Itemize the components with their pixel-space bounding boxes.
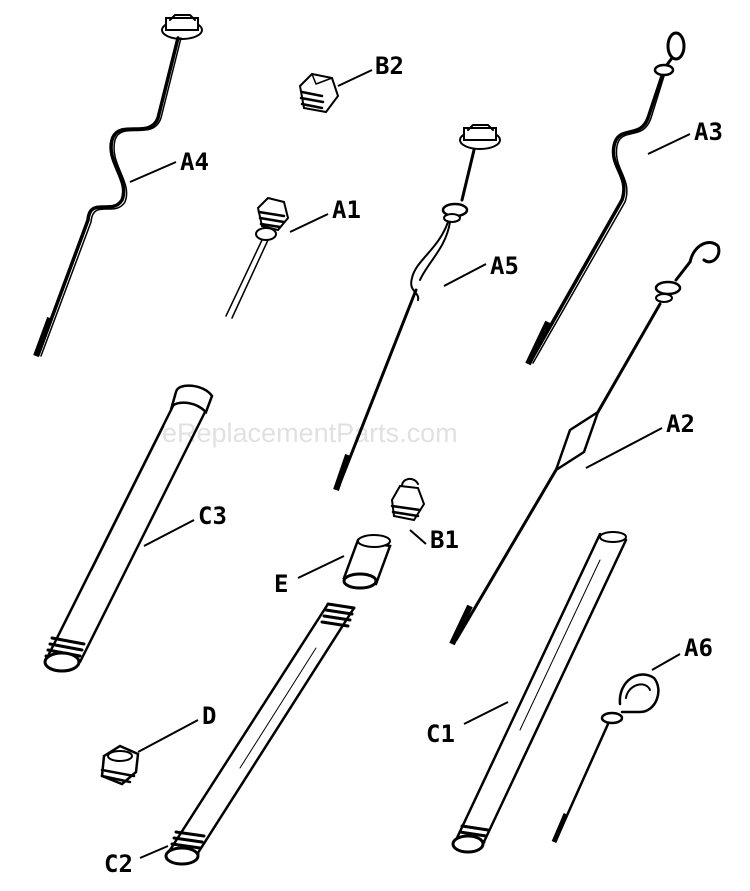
leader-a4: [129, 161, 177, 183]
leader-c3: [143, 519, 195, 547]
part-a6-dipstick: [551, 673, 660, 843]
leader-a3: [647, 133, 691, 155]
leader-e: [297, 555, 345, 579]
label-e: E: [274, 570, 288, 598]
part-d-bushing: [100, 744, 140, 786]
label-a1: A1: [332, 196, 361, 224]
part-a1-plug-rod: [225, 196, 290, 319]
part-c3-tube: [43, 384, 214, 673]
leader-c2: [139, 845, 169, 859]
leader-a5: [443, 263, 487, 287]
label-c2: C2: [104, 850, 133, 878]
part-a5-dipstick: [333, 124, 501, 491]
label-a5: A5: [490, 252, 519, 280]
leader-b1: [409, 529, 427, 545]
part-b1-plug: [390, 478, 426, 522]
part-c1-tube: [451, 531, 628, 854]
part-a2-dipstick: [449, 241, 721, 646]
label-a2: A2: [666, 410, 695, 438]
label-c1: C1: [426, 720, 455, 748]
part-a4-dipstick: [33, 14, 203, 358]
leader-c1: [463, 701, 509, 725]
label-d: D: [202, 702, 216, 730]
label-a6: A6: [684, 634, 713, 662]
part-e-coupling: [342, 534, 392, 590]
label-c3: C3: [198, 502, 227, 530]
part-b2-plug: [298, 72, 340, 114]
label-a3: A3: [694, 118, 723, 146]
leader-d: [137, 719, 199, 753]
label-b2: B2: [375, 52, 404, 80]
leader-b2: [337, 69, 373, 87]
label-b1: B1: [430, 526, 459, 554]
leader-a6: [651, 653, 681, 671]
watermark: eReplacementParts.com: [162, 418, 458, 448]
part-a3-dipstick: [525, 31, 686, 366]
leader-a1: [289, 213, 329, 233]
part-c2-tube: [164, 602, 356, 866]
label-a4: A4: [180, 148, 209, 176]
leader-a2: [585, 427, 663, 469]
